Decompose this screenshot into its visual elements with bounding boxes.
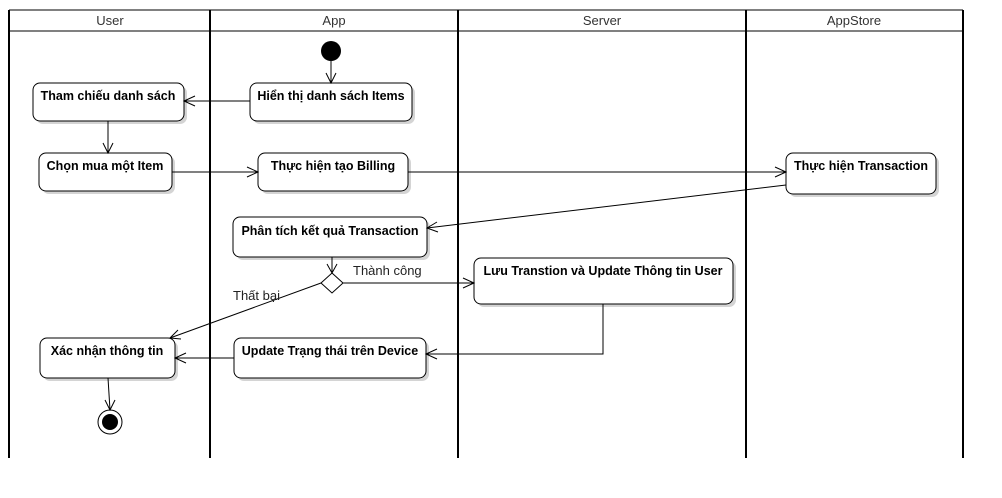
edge-update-to-xac-nhan: [173, 352, 234, 364]
edge-transaction-to-phan-tich: [425, 184, 787, 233]
lane-title-app: App: [322, 13, 345, 28]
lane-titles: User App Server AppStore: [96, 13, 881, 28]
activity-label: Tham chiếu danh sách: [41, 89, 176, 103]
activity-luu-transtion: Lưu Transtion và Update Thông tin User: [473, 257, 736, 307]
edges: [102, 61, 788, 412]
activity-label: Hiển thị danh sách Items: [257, 89, 404, 103]
decision-node: [320, 272, 344, 294]
edge-decision-to-xac-nhan: [168, 282, 322, 340]
activity-label: Lưu Transtion và Update Thông tin User: [484, 264, 723, 278]
edge-chon-mua-to-tao-billing: [172, 166, 260, 178]
activity-chon-mua: Chọn mua một Item: [38, 152, 175, 194]
lane-title-server: Server: [583, 13, 622, 28]
lane-title-user: User: [96, 13, 124, 28]
activity-tham-chieu: Tham chiếu danh sách: [32, 82, 187, 124]
activity-xac-nhan: Xác nhận thông tin: [39, 337, 178, 381]
activity-label: Phân tích kết quả Transaction: [241, 224, 418, 238]
edge-phan-tich-to-decision: [326, 257, 338, 275]
edge-xac-nhan-to-final: [104, 377, 116, 412]
edge-tham-chieu-to-chon-mua: [102, 121, 114, 155]
activity-update-trang-thai: Update Trạng thái trên Device: [233, 337, 429, 381]
guard-success-label: Thành công: [353, 263, 422, 278]
edge-luu-to-update: [424, 304, 604, 360]
activity-phan-tich: Phân tích kết quả Transaction: [232, 216, 430, 260]
lane-title-appstore: AppStore: [827, 13, 881, 28]
activity-label: Chọn mua một Item: [47, 159, 164, 173]
swimlane-frame: [8, 9, 964, 458]
activity-tao-billing: Thực hiện tạo Billing: [257, 152, 411, 194]
activity-label: Xác nhận thông tin: [51, 344, 164, 358]
initial-node: [321, 41, 341, 61]
guard-failure-label: Thất bại: [233, 288, 280, 303]
edge-decision-to-luu: [343, 277, 476, 289]
activity-label: Thực hiện Transaction: [794, 159, 928, 173]
edge-initial-to-hien-thi: [325, 61, 337, 85]
activity-thuc-hien-transaction: Thực hiện Transaction: [785, 152, 939, 197]
activity-label: Thực hiện tạo Billing: [271, 159, 395, 173]
activity-hien-thi: Hiển thị danh sách Items: [249, 82, 415, 124]
final-node: [97, 409, 123, 435]
edge-tao-billing-to-transaction: [408, 166, 788, 178]
edge-hien-thi-to-tham-chieu: [182, 95, 250, 107]
activity-label: Update Trạng thái trên Device: [242, 344, 418, 358]
